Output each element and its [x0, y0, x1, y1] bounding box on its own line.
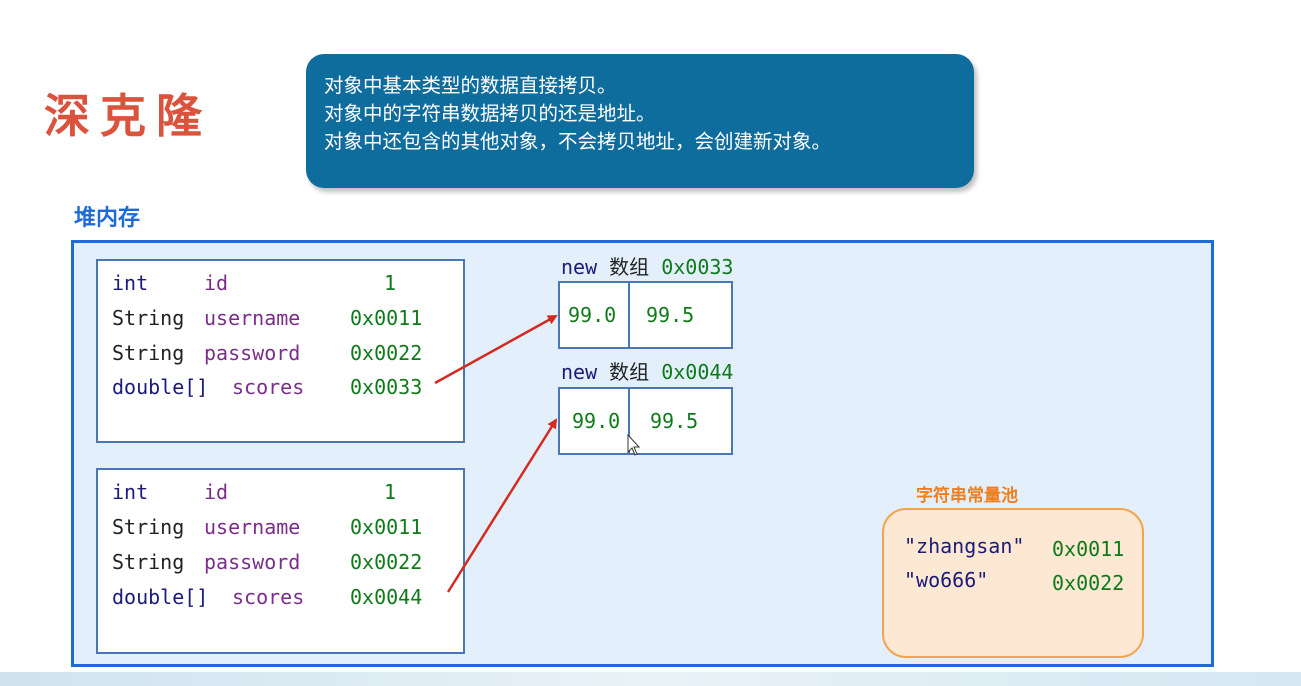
array-label-text: 数组 [609, 255, 650, 279]
array-address: 0x0044 [661, 360, 734, 384]
field-type: double[] [112, 375, 209, 399]
field-type: String [112, 550, 185, 574]
field-type: String [112, 306, 185, 330]
array-cell: 99.0 [560, 283, 630, 347]
string-pool-box: "zhangsan" 0x0011 "wo666" 0x0022 [882, 508, 1144, 658]
field-name: password [204, 550, 301, 574]
field-name: id [204, 480, 229, 504]
array-keyword: new [561, 360, 598, 384]
array-cell: 99.5 [646, 303, 695, 327]
pool-string: "wo666" [904, 568, 989, 592]
string-pool-label: 字符串常量池 [916, 486, 1018, 506]
object-box-clone: int id 1 String username 0x0011 String p… [96, 468, 465, 654]
field-name: id [204, 271, 229, 295]
array-label-text: 数组 [609, 360, 650, 384]
array-box-1: 99.0 99.5 [558, 281, 733, 349]
field-type: double[] [112, 585, 209, 609]
pool-string: "zhangsan" [904, 534, 1025, 558]
array-label-1: new 数组 0x0033 [561, 251, 733, 280]
note-box: 对象中基本类型的数据直接拷贝。 对象中的字符串数据拷贝的还是地址。 对象中还包含… [306, 54, 974, 188]
slide-title: 深克隆 [44, 89, 212, 143]
bottom-decorative-band [0, 672, 1301, 686]
field-value: 0x0033 [350, 375, 423, 399]
field-value: 1 [384, 271, 397, 295]
field-value: 0x0022 [350, 341, 423, 365]
field-name: scores [232, 585, 305, 609]
field-type: String [112, 341, 185, 365]
field-type: int [112, 480, 149, 504]
heap-label: 堆内存 [74, 206, 141, 231]
field-value: 0x0044 [350, 585, 423, 609]
array-cell: 99.0 [560, 389, 630, 453]
field-value: 1 [384, 480, 397, 504]
field-value: 0x0011 [350, 515, 423, 539]
note-line-2: 对象中的字符串数据拷贝的还是地址。 [324, 102, 656, 125]
array-label-2: new 数组 0x0044 [561, 356, 733, 385]
note-line-3: 对象中还包含的其他对象，不会拷贝地址，会创建新对象。 [324, 130, 832, 153]
pool-address: 0x0011 [1052, 537, 1125, 561]
field-type: int [112, 271, 149, 295]
array-cell: 99.5 [650, 409, 699, 433]
field-name: username [204, 515, 301, 539]
field-value: 0x0011 [350, 306, 423, 330]
field-value: 0x0022 [350, 550, 423, 574]
pool-address: 0x0022 [1052, 571, 1125, 595]
field-name: scores [232, 375, 305, 399]
field-name: password [204, 341, 301, 365]
field-name: username [204, 306, 301, 330]
array-address: 0x0033 [661, 255, 734, 279]
array-box-2: 99.0 99.5 [558, 387, 733, 455]
array-keyword: new [561, 255, 598, 279]
object-box-original: int id 1 String username 0x0011 String p… [96, 259, 465, 443]
field-type: String [112, 515, 185, 539]
note-line-1: 对象中基本类型的数据直接拷贝。 [324, 74, 617, 97]
